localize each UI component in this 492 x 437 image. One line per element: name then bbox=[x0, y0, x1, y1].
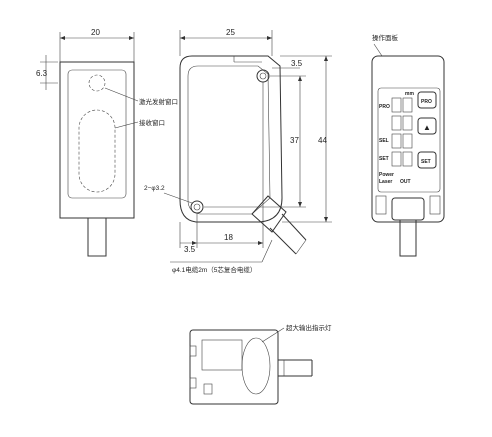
panel-bracket-left bbox=[375, 195, 387, 215]
bottom-window bbox=[201, 339, 243, 371]
bottom-tab-lower bbox=[189, 377, 197, 389]
receiver-window-label: 接收窗口 bbox=[139, 118, 165, 127]
digit-display bbox=[391, 97, 413, 167]
cable-spec-label: φ4.1电缆2m（5芯复合电缆） bbox=[172, 265, 256, 274]
operation-panel-label: 操作面板 bbox=[372, 33, 399, 42]
front-view: 20 6.3 激光发射窗口 接收窗口 bbox=[36, 28, 178, 257]
dim-3-5-top-label: 3.5 bbox=[291, 59, 303, 68]
emitter-window bbox=[88, 74, 106, 92]
panel-face bbox=[377, 87, 441, 193]
power-label: Power bbox=[379, 172, 394, 178]
dim-width-25-label: 25 bbox=[226, 28, 235, 37]
dim-width-20-label: 20 bbox=[91, 28, 100, 37]
emitter-window-label: 激光发射窗口 bbox=[139, 97, 178, 106]
out-label: OUT bbox=[400, 179, 411, 185]
output-indicator-lamp bbox=[241, 337, 271, 395]
side-inner-outline bbox=[187, 65, 271, 215]
panel-set-label: SET bbox=[379, 156, 389, 162]
bottom-view: 超大输出指示灯 bbox=[189, 323, 332, 405]
output-indicator-label: 超大输出指示灯 bbox=[286, 323, 332, 332]
laser-label: Laser bbox=[379, 179, 392, 185]
front-cable bbox=[87, 217, 107, 257]
panel-sel-label: SEL bbox=[379, 138, 389, 144]
dim-44-label: 44 bbox=[318, 136, 327, 145]
dim-6-3-label: 6.3 bbox=[36, 69, 48, 78]
dim-37-label: 37 bbox=[290, 136, 299, 145]
dim-3-5-bottom-label: 3.5 bbox=[184, 245, 196, 254]
pro-button-label: PRO bbox=[421, 99, 432, 105]
bottom-body-outline bbox=[189, 329, 279, 405]
side-view: 25 3.5 37 44 bbox=[144, 28, 332, 274]
dim-18-label: 18 bbox=[224, 233, 233, 242]
receiver-window bbox=[78, 109, 116, 193]
bottom-tab-upper bbox=[189, 345, 197, 357]
bottom-small-window bbox=[203, 383, 213, 395]
front-body-outline bbox=[59, 61, 135, 219]
panel-bracket-right bbox=[429, 195, 441, 215]
up-button[interactable] bbox=[417, 117, 437, 135]
set-button-label: SET bbox=[421, 159, 431, 165]
side-cable bbox=[269, 213, 307, 255]
panel-view: 操作面板 PRO SEL SET mm PRO ▲ SET Power Lase… bbox=[371, 33, 445, 257]
panel-unit-label: mm bbox=[405, 91, 414, 97]
panel-body-outline bbox=[371, 55, 445, 223]
hole-spec-label: 2−φ3.2 bbox=[144, 185, 165, 192]
panel-cable bbox=[399, 219, 417, 257]
front-face bbox=[67, 69, 127, 199]
set-button[interactable] bbox=[417, 151, 437, 169]
pro-button[interactable] bbox=[417, 91, 437, 109]
side-cable-boot bbox=[251, 195, 287, 233]
up-button-label: ▲ bbox=[423, 123, 431, 132]
panel-pro-label: PRO bbox=[379, 104, 390, 110]
